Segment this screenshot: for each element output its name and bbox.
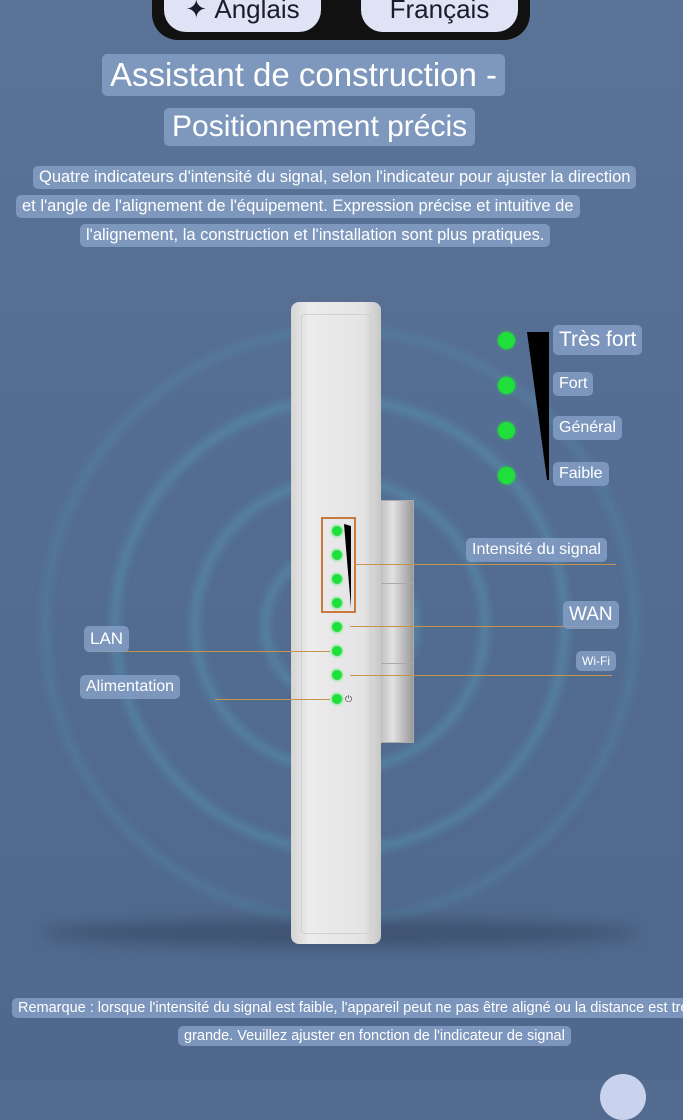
device-signal-led <box>332 526 342 536</box>
power-icon: ⏻ <box>345 694 353 704</box>
title-line-2: Positionnement précis <box>164 108 476 146</box>
signal-wedge-icon <box>344 524 351 608</box>
leader-line <box>350 626 616 627</box>
device-signal-led <box>332 550 342 560</box>
level-weak: Faible <box>553 462 609 486</box>
note-line: grande. Veuillez ajuster en fonction de … <box>178 1026 571 1046</box>
leader-line <box>215 699 330 700</box>
label-signal: Intensité du signal <box>466 538 607 562</box>
led-weak <box>498 467 515 484</box>
power-led <box>332 694 342 704</box>
source-language-button[interactable]: ✦ Anglais <box>164 0 321 32</box>
device-fin <box>378 663 414 743</box>
leader-line <box>90 651 330 652</box>
label-wifi: Wi-Fi <box>576 651 616 671</box>
signal-wedge-icon <box>527 332 549 480</box>
level-very-strong: Très fort <box>553 325 643 355</box>
device-fin <box>378 583 414 665</box>
note-line: Remarque : lorsque l'intensité du signal… <box>12 998 683 1018</box>
arrow-right-icon: → <box>332 0 354 4</box>
signal-indicator-box <box>321 517 356 613</box>
wifi-led <box>332 670 342 680</box>
device-signal-led <box>332 574 342 584</box>
leader-line <box>350 675 612 676</box>
translate-language-bar: ✦ Anglais → Français <box>152 0 530 40</box>
description-line: Quatre indicateurs d'intensité du signal… <box>33 166 637 189</box>
leader-line <box>354 564 616 565</box>
title-line-1: Assistant de construction - <box>102 54 506 96</box>
target-language-button[interactable]: Français <box>361 0 518 32</box>
sparkle-icon: ✦ <box>185 0 215 24</box>
led-strong <box>498 377 515 394</box>
device-signal-led <box>332 598 342 608</box>
floating-action-button[interactable] <box>600 1074 646 1120</box>
led-very-strong <box>498 332 515 349</box>
level-general: Général <box>553 416 622 440</box>
level-strong: Fort <box>553 372 594 396</box>
led-general <box>498 422 515 439</box>
label-wan: WAN <box>563 601 619 629</box>
description-line: et l'angle de l'alignement de l'équipeme… <box>16 195 580 218</box>
device-fin <box>378 500 414 585</box>
description-line: l'alignement, la construction et l'insta… <box>80 224 551 247</box>
label-lan: LAN <box>84 626 130 652</box>
lan-led <box>332 646 342 656</box>
label-power: Alimentation <box>80 675 181 699</box>
wan-led <box>332 622 342 632</box>
